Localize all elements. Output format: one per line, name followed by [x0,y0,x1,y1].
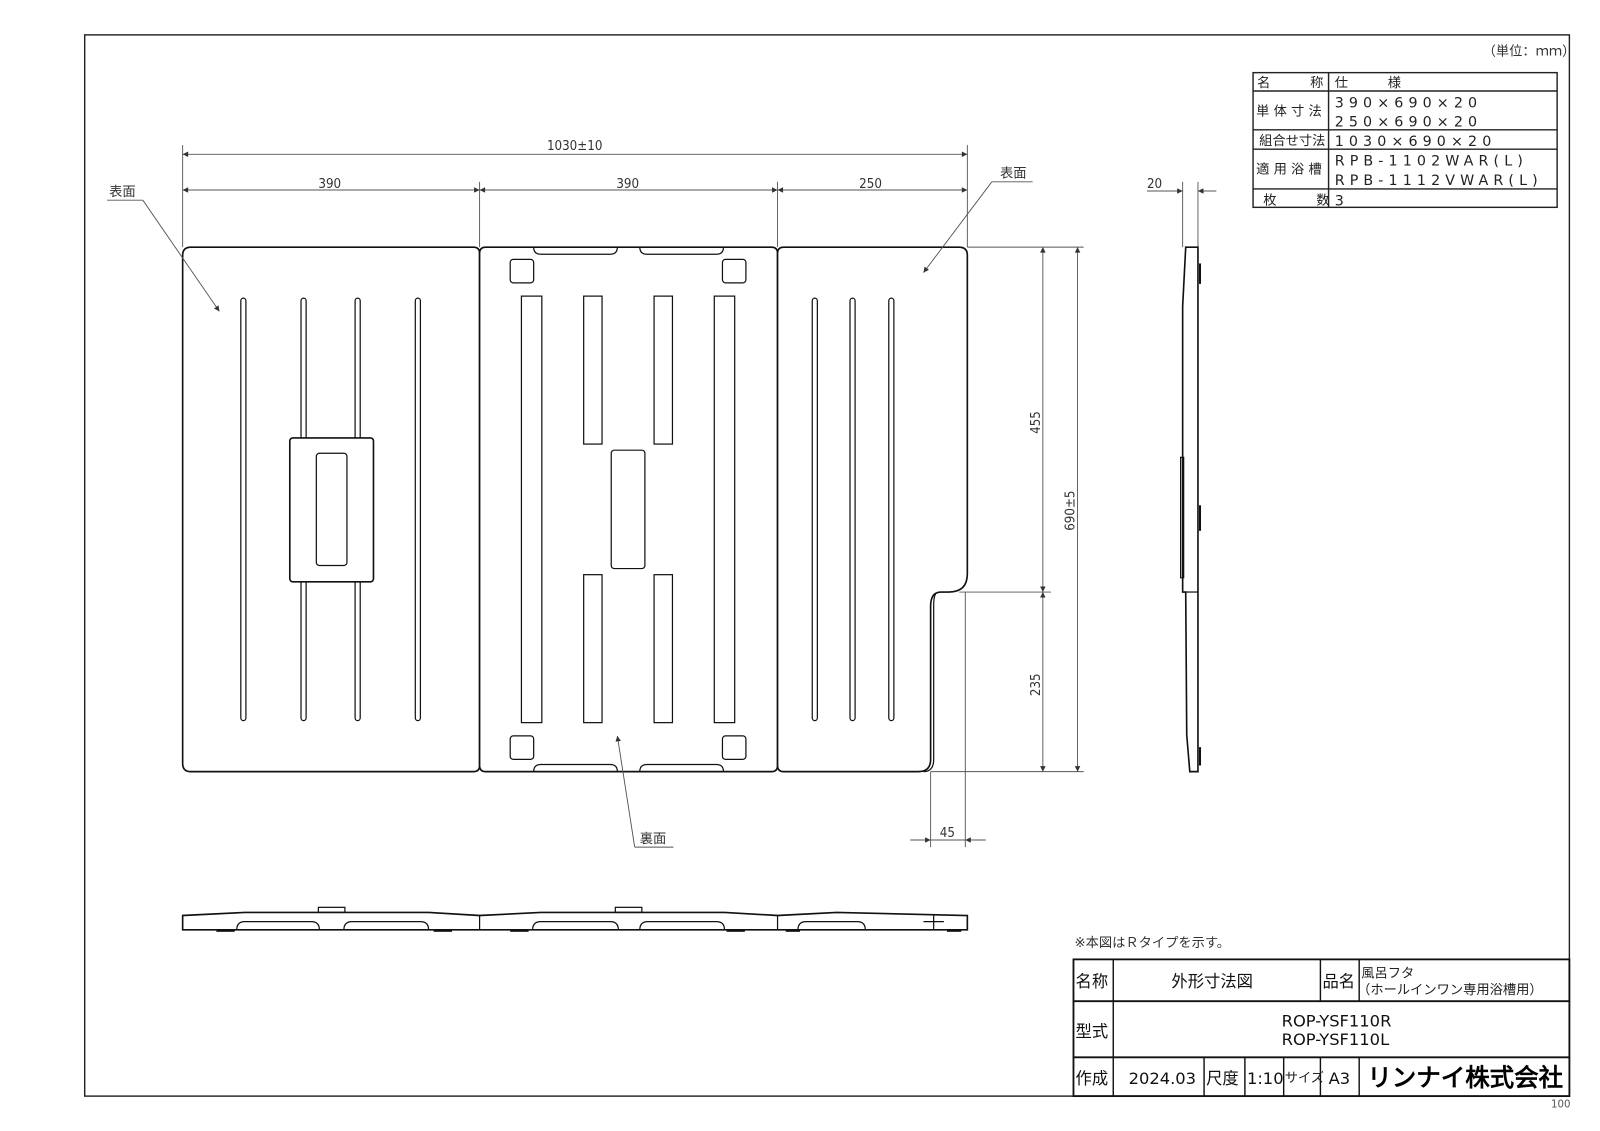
dim-panel-right: 250 [859,177,882,192]
title-model-value: ROP-YSF110R [1282,1012,1392,1031]
spec-table: 名 称 仕 様 単 体 寸 法 390×690×20 250×690×20 組合… [1252,71,1558,209]
leader-labels: 表面 表面 裏面 [107,166,1033,848]
title-model-label: 型式 [1076,1022,1109,1041]
title-block: 名称 外形寸法図 品名 風呂フタ （ホールインワン専用浴槽用） 型式 ROP-Y… [1072,958,1571,1098]
spec-row-value: RPB-1112VWAR(L) [1335,173,1543,189]
label-surface-right: 表面 [1000,166,1027,182]
unit-note: （単位：ｍｍ） [1483,43,1576,59]
spec-row-value: RPB-1102WAR(L) [1335,154,1528,170]
title-product-label: 品名 [1322,972,1355,991]
dim-height-lower: 235 [1029,673,1044,696]
side-view: 20 [1147,177,1217,773]
spec-row-label: 組合せ寸法 [1259,133,1325,149]
spec-header-name: 名 称 [1257,75,1323,91]
dim-thickness: 20 [1147,177,1162,192]
dim-panel-left: 390 [318,177,341,192]
title-name-label: 名称 [1076,972,1109,991]
spec-row-value: 3 [1335,193,1349,209]
label-back-side: 裏面 [640,831,667,847]
title-size-value: A3 [1329,1069,1351,1088]
spec-header-spec: 仕 様 [1335,75,1401,91]
label-surface-left: 表面 [109,184,136,200]
spec-row-value: 390×690×20 [1335,95,1483,111]
dim-notch-width: 45 [940,826,955,841]
dim-panel-middle: 390 [616,177,639,192]
company-name: リンナイ株式会社 [1367,1063,1563,1092]
title-model-value: ROP-YSF110L [1282,1030,1390,1049]
title-size-label: サイズ [1285,1070,1324,1086]
dim-overall-width: 1030±10 [547,139,602,154]
panel-middle [478,246,779,773]
title-product-value-line1: 風呂フタ [1361,966,1414,982]
corner-mark: 100 [1551,1099,1570,1110]
title-scale-label: 尺度 [1206,1069,1239,1088]
drawing-note: ※本図はＲタイプを示す。 [1074,935,1230,951]
spec-row-label: 単 体 寸 法 [1256,104,1322,120]
handle-left [288,437,375,583]
top-dimensions: 1030±10 390 390 250 [182,139,968,248]
panel-right [776,246,969,773]
dim-height-total: 690±5 [1063,490,1078,530]
title-created-value: 2024.03 [1129,1069,1196,1088]
panel-left [181,246,481,773]
spec-row-label: 枚 数 [1263,192,1329,208]
drawing-frame [83,34,1571,1097]
height-dimensions: 455 235 690±5 45 [910,246,1084,848]
section-view [181,906,969,932]
title-product-value-line2: （ホールインワン専用浴槽用） [1357,982,1543,998]
spec-row-value: 1030×690×20 [1335,134,1497,150]
title-name-value: 外形寸法図 [1171,972,1253,991]
dim-height-upper: 455 [1029,411,1044,434]
title-created-label: 作成 [1076,1069,1109,1088]
title-scale-value: 1:10 [1247,1069,1284,1088]
spec-row-value: 250×690×20 [1335,115,1483,131]
spec-row-label: 適 用 浴 槽 [1256,161,1322,178]
